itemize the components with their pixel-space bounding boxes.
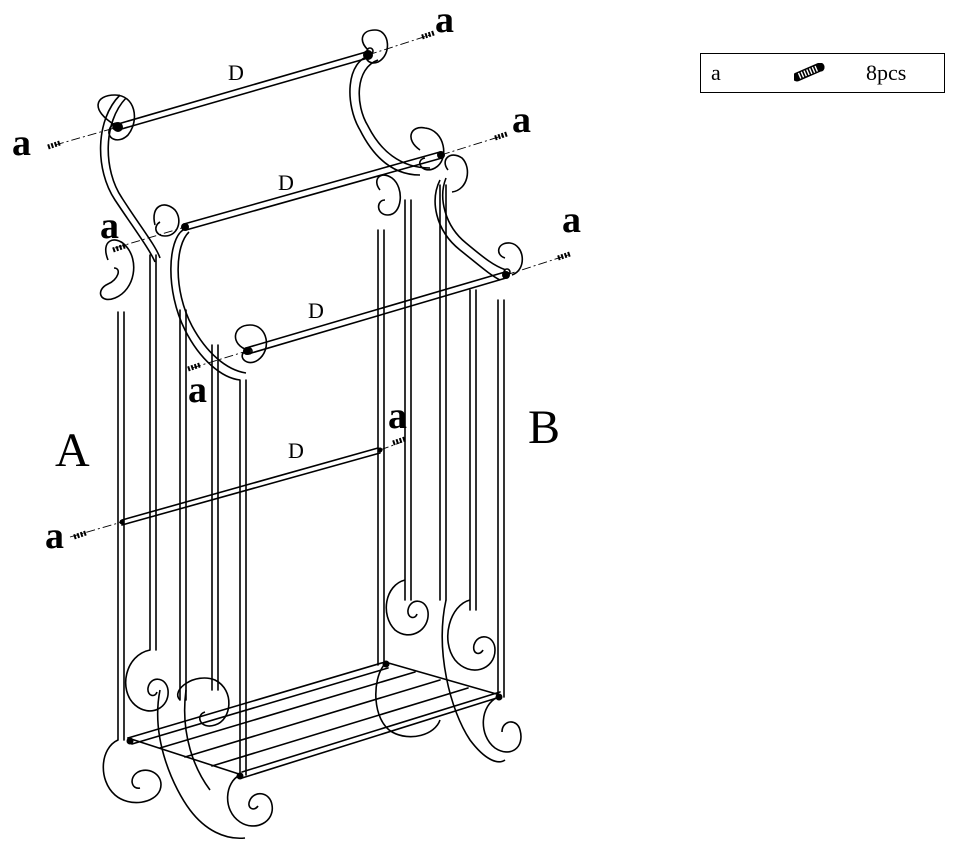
screw-label: a xyxy=(12,122,31,164)
screw-label: a xyxy=(188,369,207,411)
screw-label: a xyxy=(435,0,454,41)
screw-icon xyxy=(187,362,201,372)
screws xyxy=(47,30,571,540)
screw-icon xyxy=(557,251,571,261)
side-a-label: A xyxy=(55,424,90,477)
bar-label: D xyxy=(278,170,294,195)
base-shelf xyxy=(126,660,503,780)
screw-icon xyxy=(47,140,61,150)
bar-label: D xyxy=(308,298,324,323)
screw-icon xyxy=(792,62,826,85)
screw-icon xyxy=(421,30,435,40)
screw-label: a xyxy=(100,205,119,247)
legend-quantity: 8pcs xyxy=(866,60,907,85)
screw-axes xyxy=(54,34,569,538)
screw-label: a xyxy=(45,515,64,557)
parts-legend: a 8pcs xyxy=(700,53,945,93)
labels: a a a a a a a a D D D D A B xyxy=(12,0,581,557)
screw-label: a xyxy=(388,395,407,437)
bar-label: D xyxy=(228,60,244,85)
screw-icon xyxy=(392,436,406,446)
screw-icon xyxy=(494,131,508,141)
frame-b xyxy=(349,29,524,763)
frame-a xyxy=(97,94,273,840)
screw-label: a xyxy=(512,99,531,141)
legend-part-letter: a xyxy=(711,60,721,85)
screw-icon xyxy=(73,530,87,540)
d-bars xyxy=(113,50,510,526)
screw-icon xyxy=(112,243,126,253)
screw-label: a xyxy=(562,199,581,241)
side-b-label: B xyxy=(528,401,560,454)
bar-label: D xyxy=(288,438,304,463)
